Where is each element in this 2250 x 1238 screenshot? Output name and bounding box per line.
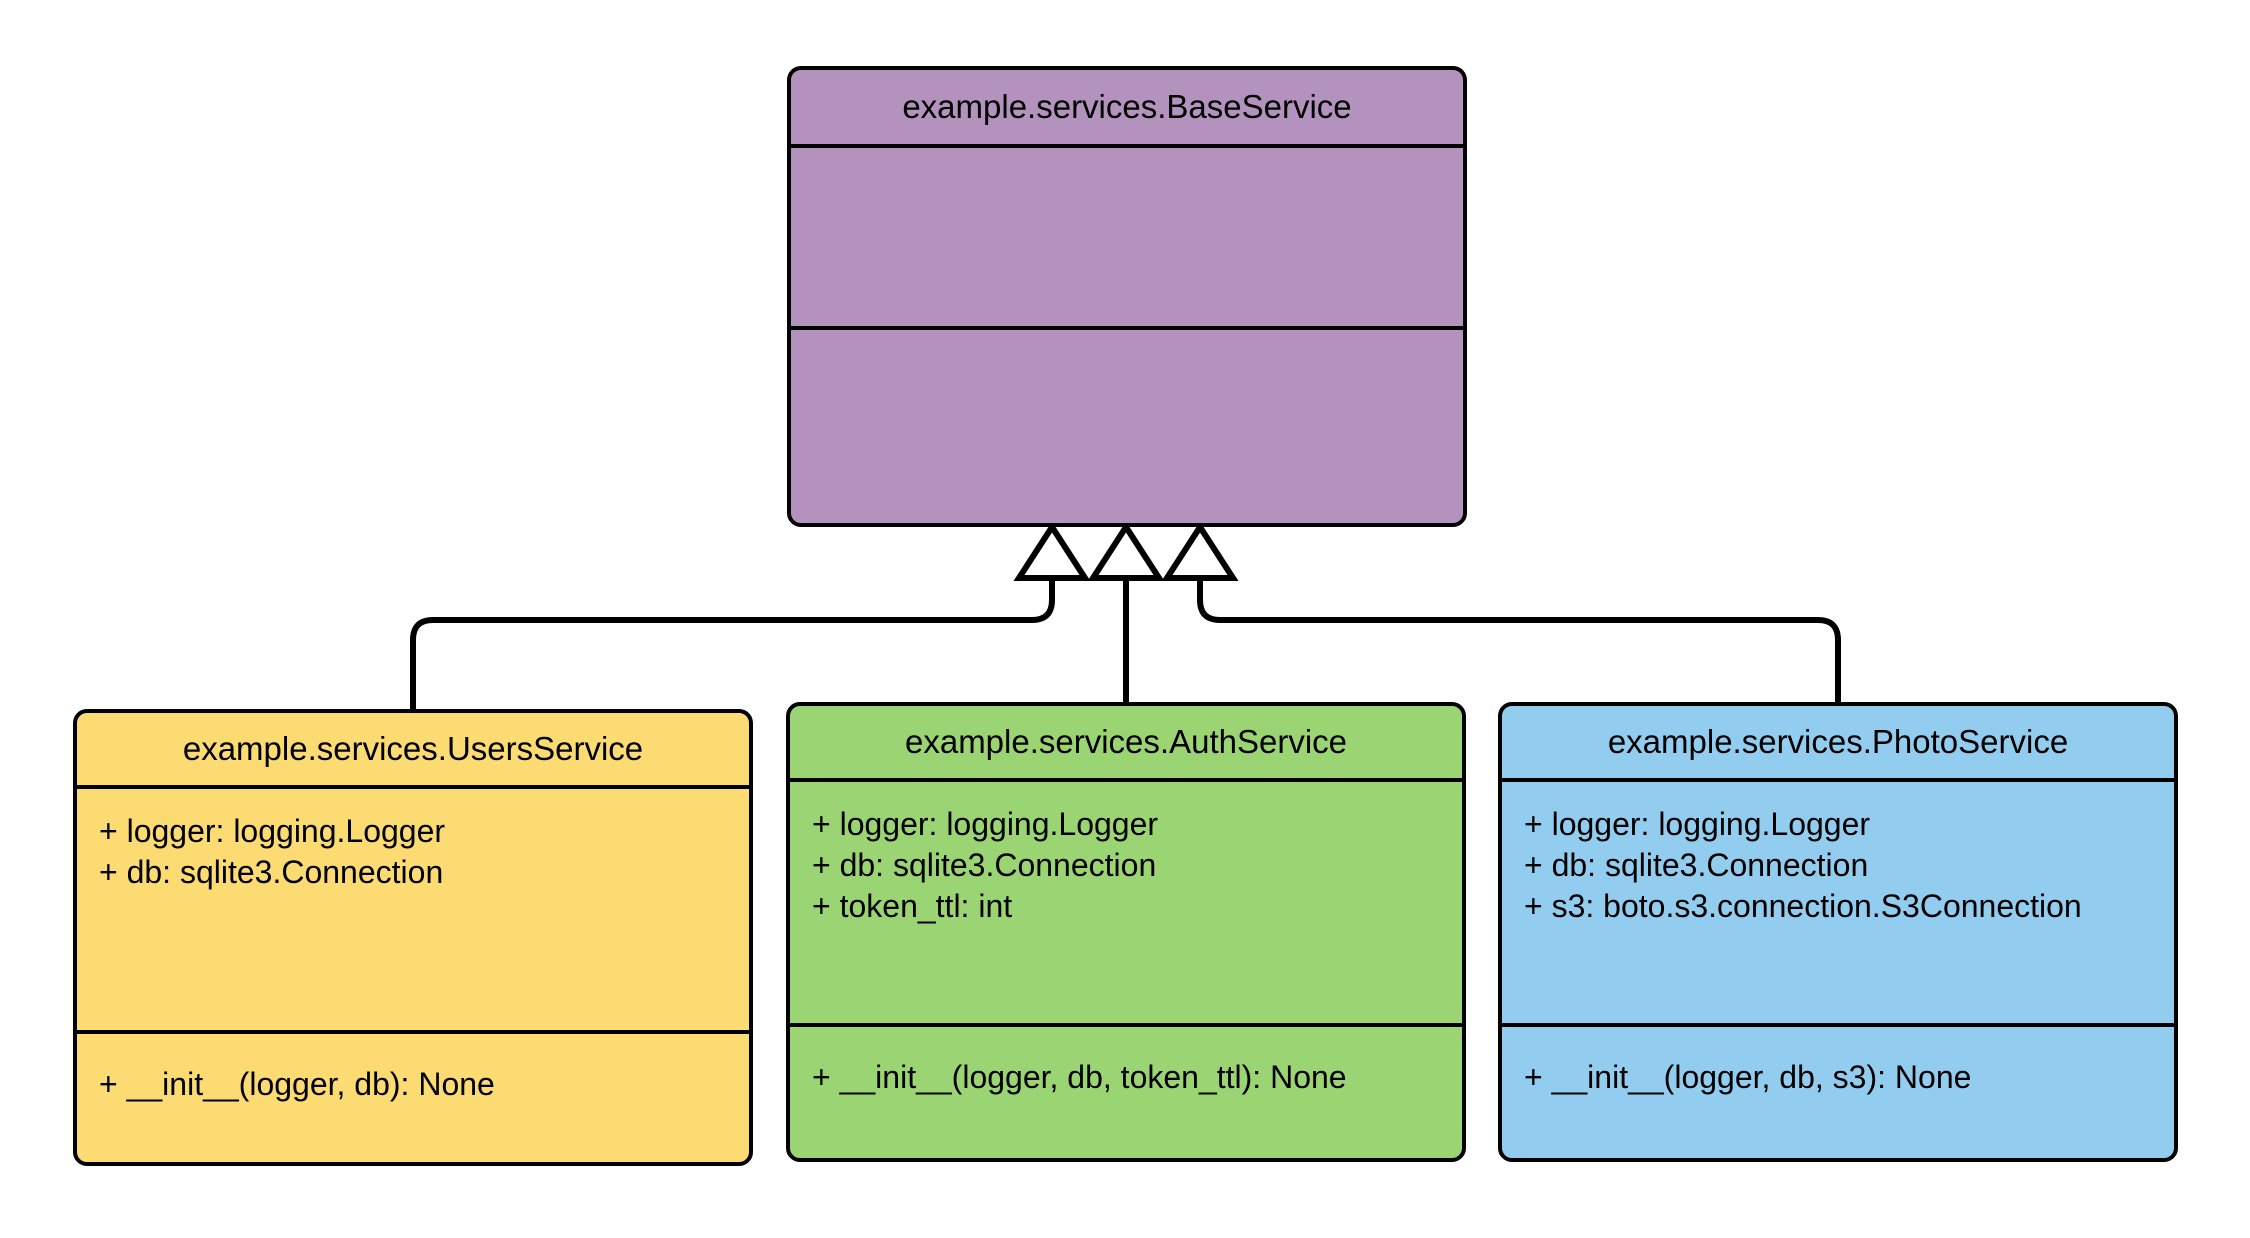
attribute-row: + logger: logging.Logger bbox=[812, 805, 1159, 842]
class-methods-auth-service: + __init__(logger, db, token_ttl): None bbox=[790, 1027, 1462, 1158]
class-box-photo-service[interactable]: example.services.PhotoService + logger: … bbox=[1498, 702, 2178, 1162]
attribute-row: + s3: boto.s3.connection.S3Connection bbox=[1524, 887, 2082, 924]
hollow-triangle-arrowhead-auth bbox=[1087, 521, 1165, 581]
class-box-users-service[interactable]: example.services.UsersService + logger: … bbox=[73, 709, 753, 1166]
class-attributes-auth-service: + logger: logging.Logger + db: sqlite3.C… bbox=[790, 782, 1462, 1027]
class-attributes-base-service bbox=[791, 148, 1463, 330]
attribute-row: + logger: logging.Logger bbox=[1524, 805, 1871, 842]
attribute-row: + db: sqlite3.Connection bbox=[812, 846, 1157, 883]
class-box-auth-service[interactable]: example.services.AuthService + logger: l… bbox=[786, 702, 1466, 1162]
class-attributes-users-service: + logger: logging.Logger + db: sqlite3.C… bbox=[77, 789, 749, 1034]
class-methods-base-service bbox=[791, 330, 1463, 520]
class-attributes-photo-service: + logger: logging.Logger + db: sqlite3.C… bbox=[1502, 782, 2174, 1027]
method-row: + __init__(logger, db, s3): None bbox=[1524, 1058, 1972, 1095]
class-methods-photo-service: + __init__(logger, db, s3): None bbox=[1502, 1027, 2174, 1158]
class-methods-users-service: + __init__(logger, db): None bbox=[77, 1034, 749, 1162]
class-name-auth-service: example.services.AuthService bbox=[790, 706, 1462, 782]
edge-photo-to-base bbox=[1161, 521, 1841, 702]
edge-auth-to-base bbox=[1087, 521, 1165, 702]
class-name-users-service: example.services.UsersService bbox=[77, 713, 749, 789]
attribute-row: + db: sqlite3.Connection bbox=[1524, 846, 1869, 883]
class-box-base-service[interactable]: example.services.BaseService bbox=[787, 66, 1467, 527]
attribute-row: + db: sqlite3.Connection bbox=[99, 853, 444, 890]
hollow-triangle-arrowhead-users bbox=[1013, 521, 1091, 581]
class-name-base-service: example.services.BaseService bbox=[791, 70, 1463, 148]
hollow-triangle-arrowhead-photo bbox=[1161, 521, 1239, 581]
attribute-row: + token_ttl: int bbox=[812, 887, 1013, 924]
edge-users-to-base bbox=[410, 521, 1091, 709]
attribute-row: + logger: logging.Logger bbox=[99, 812, 446, 849]
class-name-photo-service: example.services.PhotoService bbox=[1502, 706, 2174, 782]
method-row: + __init__(logger, db, token_ttl): None bbox=[812, 1058, 1347, 1095]
method-row: + __init__(logger, db): None bbox=[99, 1065, 495, 1102]
